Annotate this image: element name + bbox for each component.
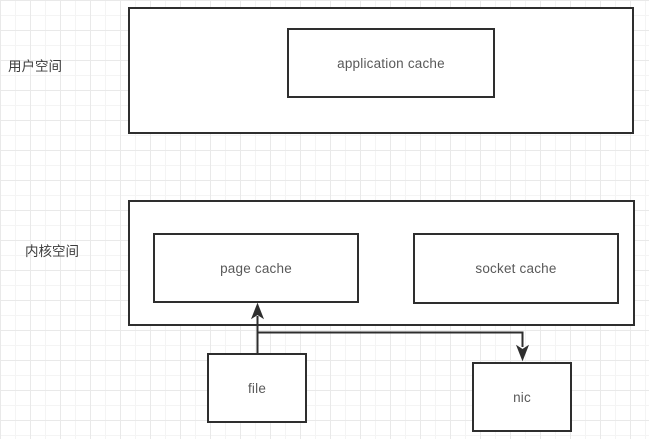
application-cache-label: application cache [337,55,445,71]
nic-node: nic [472,362,572,432]
page-cache-label: page cache [220,260,292,276]
page-cache-node: page cache [153,233,359,303]
file-node: file [207,353,307,423]
file-label: file [247,380,267,396]
kernel-space-label: 内核空间 [25,244,79,259]
application-cache-node: application cache [287,28,495,98]
nic-label: nic [513,389,531,405]
branch-to-nic-arrowhead [515,344,530,362]
socket-cache-node: socket cache [413,233,619,304]
branch-to-nic-arrow-line [257,331,524,347]
socket-cache-label: socket cache [475,261,557,276]
user-space-label: 用户空间 [8,59,62,74]
